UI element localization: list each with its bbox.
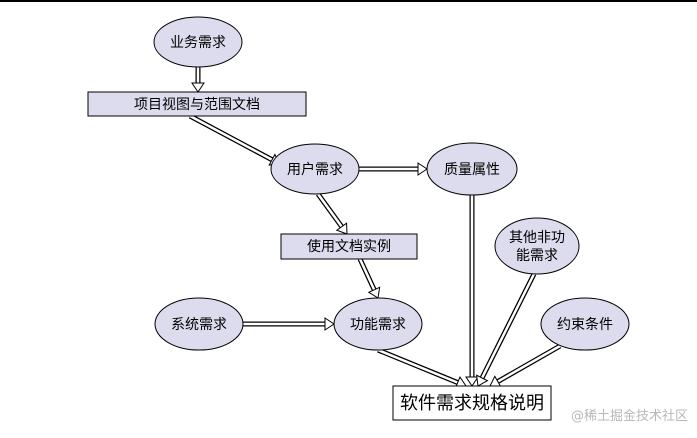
node-srs — [392, 385, 552, 421]
edge-vision-to-user — [188, 113, 281, 166]
node-use-case — [280, 233, 418, 260]
edge-business-to-vision — [191, 67, 205, 93]
edge-nonfunc-to-srs — [476, 272, 537, 387]
node-vision-scope — [87, 91, 307, 117]
label-other-nonfunc-line1: 其他非功 — [509, 230, 565, 246]
node-quality-attr — [426, 142, 518, 196]
edges — [188, 67, 562, 389]
node-functional-req — [333, 297, 423, 351]
label-other-nonfunc-line2: 能需求 — [516, 248, 558, 264]
node-user-req — [270, 143, 360, 195]
edge-user-to-quality — [359, 162, 428, 176]
label-use-case: 使用文档实例 — [307, 238, 391, 255]
label-system-req: 系统需求 — [171, 317, 227, 333]
watermark: @稀土掘金技术社区 — [571, 408, 688, 424]
label-user-req: 用户需求 — [287, 161, 343, 178]
edge-quality-to-srs — [465, 195, 479, 387]
node-constraints — [540, 297, 630, 351]
label-functional-req: 功能需求 — [350, 317, 406, 333]
edge-system-to-func — [243, 317, 335, 331]
edge-user-to-usecase — [315, 192, 348, 235]
label-srs: 软件需求规格说明 — [400, 393, 544, 414]
node-business-req — [153, 16, 243, 68]
label-constraints: 约束条件 — [557, 316, 613, 333]
edge-func-to-srs — [377, 347, 467, 389]
node-other-nonfunc — [494, 217, 580, 275]
label-vision-scope: 项目视图与范围文档 — [134, 96, 260, 113]
label-quality-attr: 质量属性 — [444, 162, 500, 178]
edge-usecase-to-func — [357, 257, 381, 299]
edge-constraints-to-srs — [489, 343, 562, 388]
node-system-req — [154, 297, 244, 351]
top-rule — [0, 0, 697, 2]
label-business-req: 业务需求 — [170, 35, 226, 51]
